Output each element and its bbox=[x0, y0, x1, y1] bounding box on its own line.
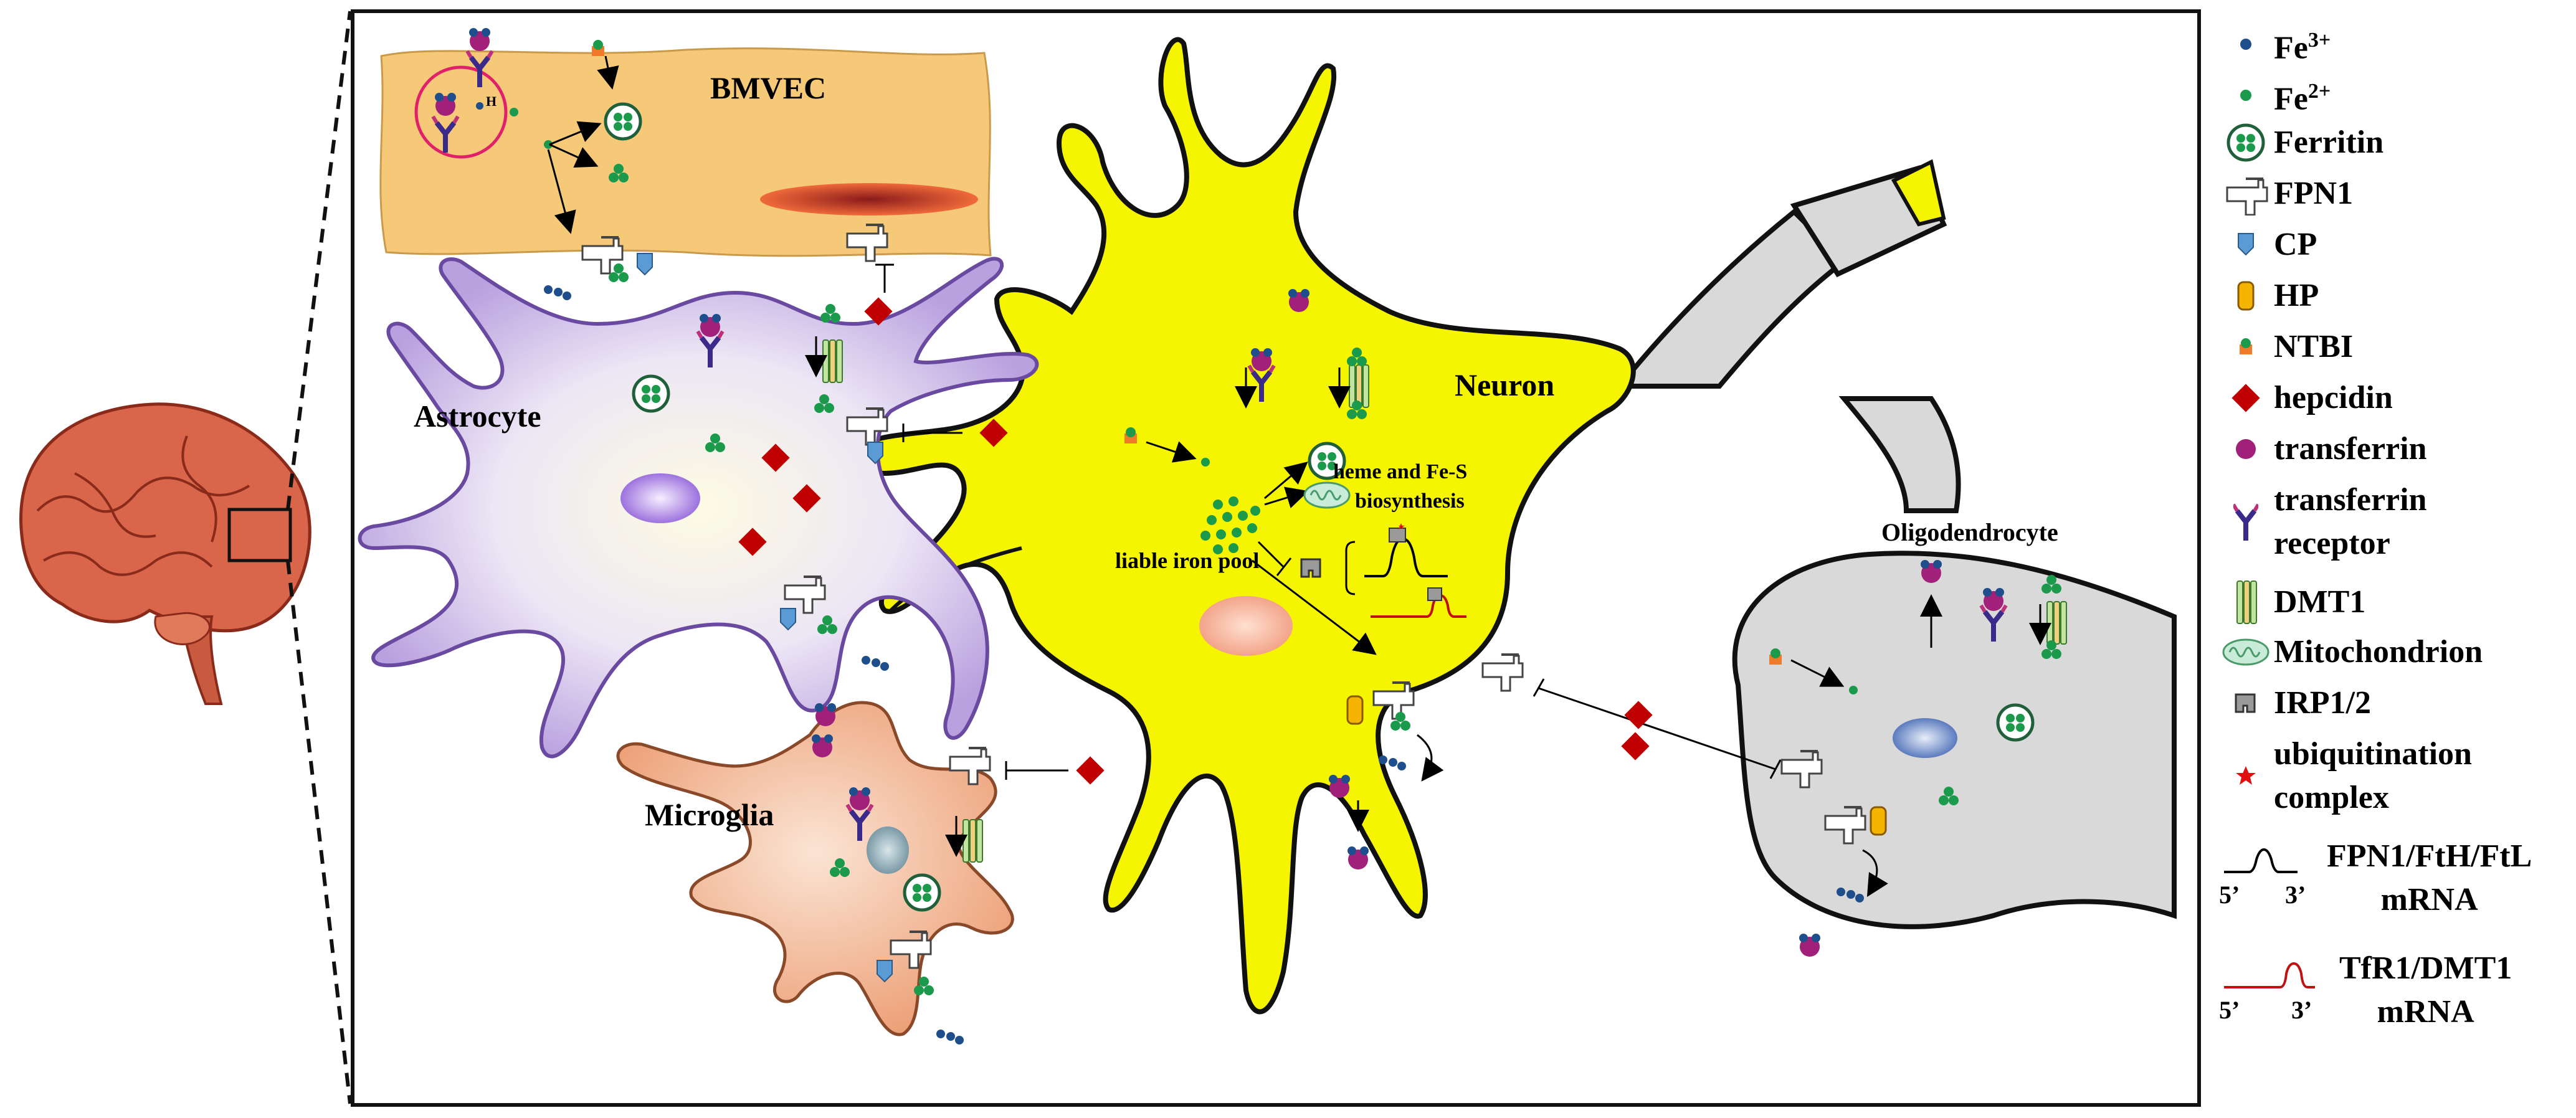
legend-fe2: Fe2+ bbox=[2218, 70, 2331, 121]
svg-text:5’: 5’ bbox=[2219, 881, 2240, 909]
legend-hp: HP bbox=[2218, 274, 2319, 318]
dmt1-icon bbox=[2218, 579, 2274, 625]
hepcidin-icon bbox=[2218, 382, 2274, 414]
legend-fpn1: FPN1 bbox=[2218, 172, 2353, 216]
svg-text:3’: 3’ bbox=[2291, 996, 2312, 1024]
microglia-label: Microglia bbox=[645, 797, 774, 832]
zoom-line-bottom bbox=[286, 560, 352, 1104]
labile-pool-label: liable iron pool bbox=[1115, 548, 1259, 573]
transferrin-receptor-icon bbox=[2218, 500, 2274, 544]
ferritin-icon bbox=[2218, 121, 2274, 164]
legend: Fe3+ Fe2+ Ferritin FPN1 CP HP NTBI hepci… bbox=[2218, 12, 2576, 1109]
svg-text:5’: 5’ bbox=[2219, 996, 2240, 1024]
legend-cp: CP bbox=[2218, 223, 2317, 267]
microglia-transport-details bbox=[830, 747, 1105, 1045]
ntbi-icon bbox=[2218, 334, 2274, 359]
legend-fe3: Fe3+ bbox=[2218, 19, 2331, 70]
brain-zoom-box bbox=[227, 508, 292, 562]
legend-mitochondrion: Mitochondrion bbox=[2218, 630, 2483, 674]
legend-irp: IRP1/2 bbox=[2218, 681, 2371, 725]
legend-ferritin: Ferritin bbox=[2218, 121, 2384, 164]
mrna-black-icon: 5’ 3’ bbox=[2219, 848, 2306, 909]
mrna-red-icon: 5’ 3’ bbox=[2219, 962, 2315, 1024]
heme-label-line1: heme and Fe-S bbox=[1333, 460, 1467, 483]
fpn1-tap-icon bbox=[2218, 172, 2274, 216]
cp-icon bbox=[2218, 229, 2274, 260]
astrocyte-cell bbox=[358, 257, 1039, 759]
zoom-line-top bbox=[286, 11, 352, 510]
transferrin-icon bbox=[2218, 437, 2274, 462]
legend-transferrin: transferrin bbox=[2218, 427, 2426, 471]
bmvec-label: BMVEC bbox=[710, 70, 826, 105]
oligodendrocyte-iron-details bbox=[1769, 560, 2067, 957]
legend-dmt1: DMT1 bbox=[2218, 579, 2365, 625]
legend-ntbi: NTBI bbox=[2218, 325, 2353, 369]
oligodendrocyte-label: Oligodendrocyte bbox=[1881, 518, 2058, 546]
proton-label: H bbox=[486, 93, 497, 109]
svg-text:3’: 3’ bbox=[2285, 881, 2306, 909]
astrocyte-label: Astrocyte bbox=[414, 399, 541, 433]
irp-icon bbox=[2218, 692, 2274, 714]
bmvec-cell bbox=[379, 47, 992, 257]
labile-iron-pool-dots bbox=[1200, 496, 1260, 554]
legend-hepcidin: hepcidin bbox=[2218, 376, 2393, 420]
astrocyte-transport-details bbox=[634, 304, 1008, 757]
neuron-iron-details bbox=[1124, 289, 1782, 869]
star-icon bbox=[2218, 764, 2274, 789]
brain-illustration bbox=[19, 402, 311, 705]
mitochondrion-icon bbox=[2218, 638, 2274, 666]
heme-label-line2: biosynthesis bbox=[1355, 490, 1465, 513]
hp-icon bbox=[2218, 278, 2274, 313]
neuron-label: Neuron bbox=[1455, 367, 1554, 402]
bmvec-transport-details bbox=[433, 28, 894, 326]
